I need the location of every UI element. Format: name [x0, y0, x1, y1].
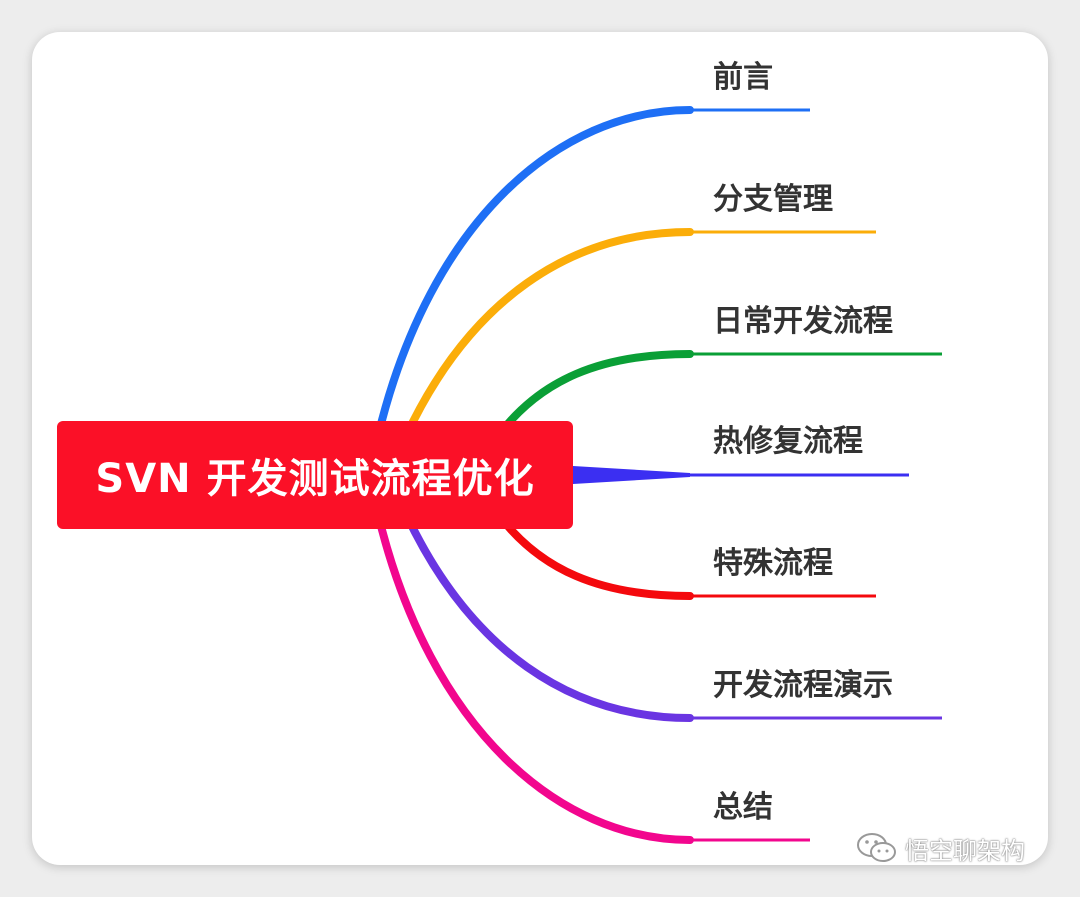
watermark: 悟空聊架构 [855, 830, 1025, 866]
branch-connector-7 [374, 510, 694, 844]
branch-label-1: 前言 [713, 60, 773, 95]
branch-connector-1 [374, 106, 694, 440]
branch-label-3: 日常开发流程 [713, 304, 893, 339]
branch-connector-6 [402, 510, 694, 722]
wechat-icon [857, 833, 896, 862]
branch-label-2: 分支管理 [713, 182, 833, 217]
branch-connector-2 [402, 228, 694, 440]
branch-label-5: 特殊流程 [713, 546, 833, 581]
branch-connector-5 [494, 510, 694, 600]
watermark-text: 悟空聊架构 [905, 836, 1025, 865]
central-topic: SVN 开发测试流程优化 [57, 421, 573, 529]
branch-connector-3 [494, 350, 694, 440]
central-topic-label: SVN 开发测试流程优化 [95, 456, 535, 502]
branch-connector-4 [573, 466, 690, 484]
branch-label-4: 热修复流程 [713, 424, 863, 459]
branch-label-7: 总结 [713, 790, 773, 825]
branch-label-6: 开发流程演示 [713, 668, 893, 703]
